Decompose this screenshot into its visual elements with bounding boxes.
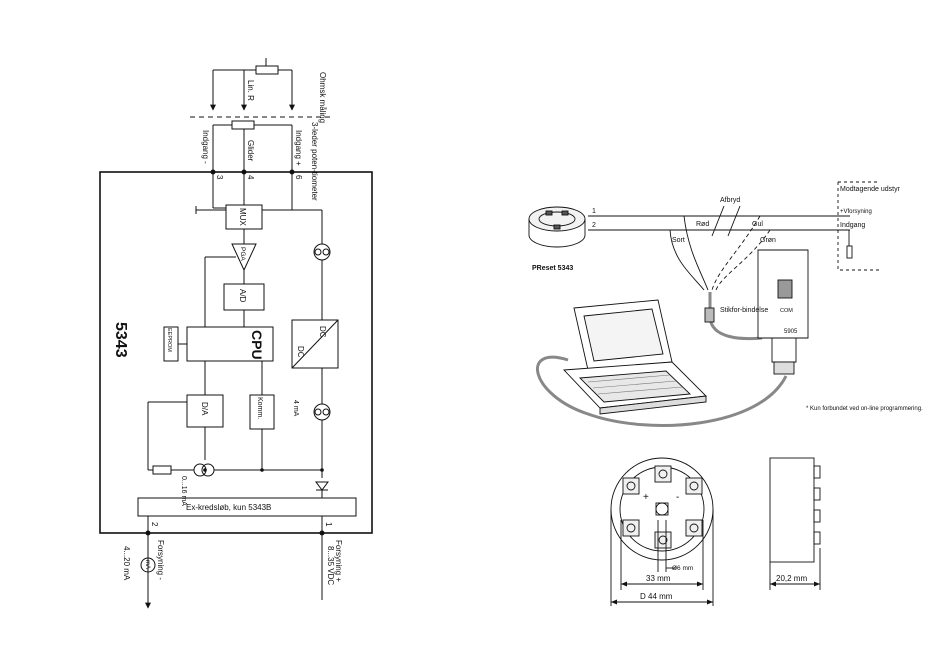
protection-diode-symbol <box>315 481 329 491</box>
dc-bottom-label: DC <box>296 346 305 358</box>
connection-diagram <box>528 181 880 427</box>
komm-label: Komm. <box>256 397 263 419</box>
minus-terminal-label: - <box>676 492 679 503</box>
eeprom-label: EEPROM <box>166 328 172 352</box>
diameter-44-label: D 44 mm <box>640 592 673 601</box>
input-minus-label: Indgang - <box>201 130 210 164</box>
supply-plus-label: Forsyning + <box>334 540 343 582</box>
da-label: D/A <box>200 402 209 416</box>
terminal-4: 4 <box>246 175 255 180</box>
lin-r-label: Lin. R <box>246 80 255 101</box>
model-number: 5343 <box>112 322 129 358</box>
ad-label: A/D <box>238 289 247 303</box>
sense-resistor-symbol <box>152 465 172 475</box>
line-1-label: 1 <box>592 208 596 215</box>
pga-label: PGA <box>239 247 246 261</box>
terminal-2: 2 <box>150 522 159 527</box>
footnote: * Kun forbundet ved on-line programmerin… <box>806 406 923 412</box>
supply-minus-range: 4...20 mA <box>122 546 131 581</box>
supply-source-symbol <box>313 243 331 261</box>
receiver-supply: +Vforsyning <box>840 209 872 215</box>
rod-label: Rød <box>696 221 709 228</box>
ohmsk-label: Ohmsk måling <box>318 72 327 123</box>
terminal-6: 6 <box>294 175 303 180</box>
current-4ma-symbol <box>313 403 331 421</box>
plus-terminal-label: + <box>643 492 649 503</box>
glider-label: Glider <box>246 140 255 162</box>
receiver-input: Indgang <box>840 222 865 229</box>
pga-block <box>231 243 257 272</box>
milliammeter-symbol <box>140 557 156 573</box>
dc-top-label: DC <box>318 326 327 338</box>
dcdc-block <box>291 319 339 369</box>
mux-label: MUX <box>238 208 247 226</box>
width-33-label: 33 mm <box>646 574 671 583</box>
cpu-label: CPU <box>249 330 265 360</box>
afbryd-label: Afbryd <box>720 197 740 204</box>
supply-minus-label: Forsyning - <box>156 540 165 580</box>
laptop-keyboard <box>587 374 683 395</box>
com-label: COM <box>780 308 793 314</box>
supply-plus-range: 8...35 VDC <box>326 546 335 585</box>
potentiometer-label: 3-leder poten-tiometer <box>310 122 319 201</box>
height-20-label: 20,2 mm <box>776 574 807 583</box>
sort-label: Sort <box>672 237 685 244</box>
dimension-drawing <box>610 457 821 606</box>
terminal-dots <box>145 169 325 536</box>
linear-resistor-symbol <box>255 65 279 75</box>
terminal-1: 1 <box>324 522 333 527</box>
dimension-arrows <box>611 581 820 605</box>
receiver-title: Modtagende udstyr <box>840 186 901 193</box>
line-2-label: 2 <box>592 222 596 229</box>
transmitter-housing <box>99 171 373 534</box>
device-label: PReset 5343 <box>532 265 573 272</box>
current-range-label: 0...16 mA <box>180 476 187 506</box>
four-ma-label: 4 mA <box>292 400 299 417</box>
block-diagram <box>99 58 373 609</box>
potentiometer-symbol <box>231 120 255 130</box>
gul-label: Gul <box>752 221 763 228</box>
ma-meter-label: mA <box>144 560 150 569</box>
hole-diameter-label: Ø6 mm <box>672 565 693 572</box>
interface-model: 5905 <box>784 329 798 335</box>
stikforbindelse-label: Stikfor-bindelse <box>720 307 768 314</box>
ex-bar-label: Ex-kredsløb, kun 5343B <box>186 503 271 512</box>
input-plus-label: Indgang + <box>294 130 303 166</box>
terminal-3: 3 <box>215 175 224 180</box>
gron-label: Grøn <box>760 237 776 244</box>
ex-circuit-bar <box>137 497 357 517</box>
